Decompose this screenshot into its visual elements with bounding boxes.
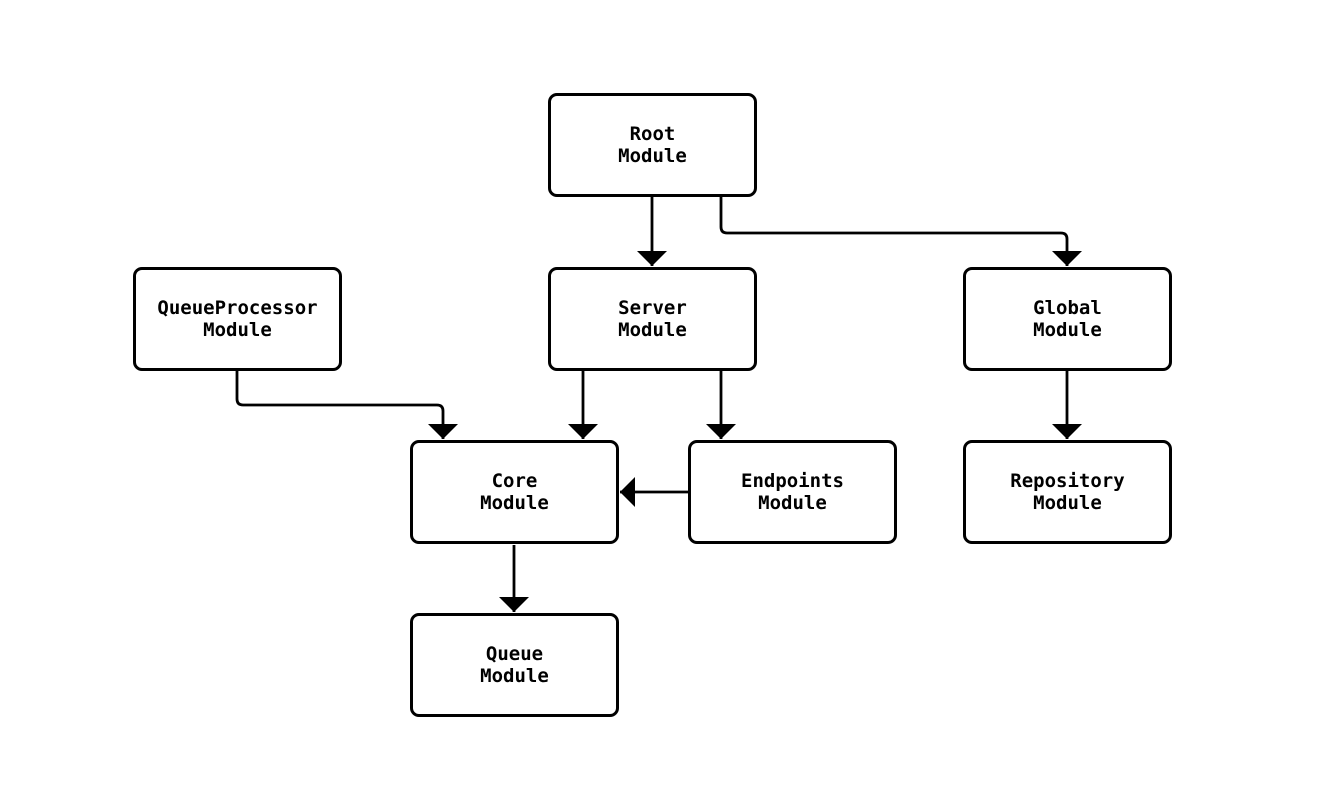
- node-root-module: Root Module: [548, 93, 757, 197]
- edge-root-to-global: [719, 197, 1082, 266]
- node-repository-module-label: Repository Module: [1010, 470, 1125, 514]
- node-queue-module: Queue Module: [410, 613, 619, 717]
- node-core-module: Core Module: [410, 440, 619, 544]
- node-server-module: Server Module: [548, 267, 757, 371]
- node-queueprocessor-module: QueueProcessor Module: [133, 267, 342, 371]
- node-endpoints-module-label: Endpoints Module: [741, 470, 844, 514]
- node-global-module: Global Module: [963, 267, 1172, 371]
- node-endpoints-module: Endpoints Module: [688, 440, 897, 544]
- node-global-module-label: Global Module: [1033, 297, 1102, 341]
- node-queue-module-label: Queue Module: [480, 643, 549, 687]
- edge-queueprocessor-to-core: [235, 371, 458, 439]
- node-root-module-label: Root Module: [618, 123, 687, 167]
- node-server-module-label: Server Module: [618, 297, 687, 341]
- node-queueprocessor-module-label: QueueProcessor Module: [157, 297, 318, 341]
- node-core-module-label: Core Module: [480, 470, 549, 514]
- node-repository-module: Repository Module: [963, 440, 1172, 544]
